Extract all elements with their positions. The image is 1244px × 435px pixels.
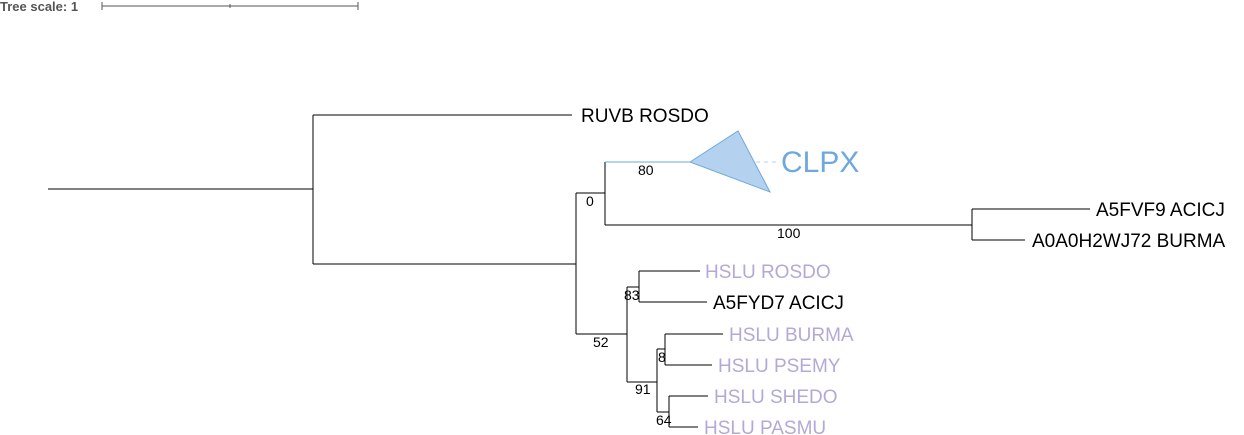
leaf-a5fyd7-acicj: A5FYD7 ACICJ <box>713 293 844 314</box>
bootstrap-80: 80 <box>638 162 654 178</box>
leaf-ruvb-rosdo: RUVB ROSDO <box>581 106 709 127</box>
bootstrap-0: 0 <box>586 193 594 209</box>
leaf-a5fvf9-acicj: A5FVF9 ACICJ <box>1096 200 1225 221</box>
bootstrap-91: 91 <box>635 381 651 397</box>
clpx-clade-label: CLPX <box>781 146 859 179</box>
bootstrap-52: 52 <box>593 334 609 350</box>
tree-scale-label: Tree scale: 1 <box>0 0 78 14</box>
leaf-a0a0h2wj72-burma: A0A0H2WJ72 BURMA <box>1032 231 1226 252</box>
leaf-hslu-rosdo: HSLU ROSDO <box>705 262 831 283</box>
clpx-collapsed-clade[interactable] <box>688 130 772 193</box>
leaf-hslu-psemy: HSLU PSEMY <box>718 356 841 377</box>
tree-branches <box>48 114 1090 428</box>
leaf-hslu-burma: HSLU BURMA <box>729 325 854 346</box>
bootstrap-8: 8 <box>658 349 666 365</box>
tree-scale-bar <box>101 2 359 10</box>
bootstrap-100: 100 <box>777 225 801 241</box>
leaf-hslu-shedo: HSLU SHEDO <box>714 387 838 408</box>
bootstrap-83: 83 <box>624 287 640 303</box>
bootstrap-64: 64 <box>656 412 672 428</box>
leaf-hslu-pasmu: HSLU PASMU <box>704 418 826 435</box>
